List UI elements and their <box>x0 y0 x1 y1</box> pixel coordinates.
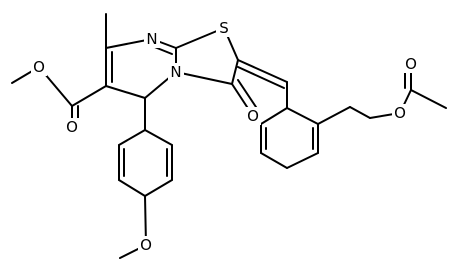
bond-ar-6 <box>144 129 173 146</box>
bond-acetyl-methyl <box>410 89 447 109</box>
atom-o-ester-ether: O <box>31 58 47 76</box>
atom-label-o-methoxy: O <box>140 236 152 254</box>
bond-bz-c-link2 <box>349 106 371 119</box>
atom-s-thiazole: S <box>216 19 232 37</box>
bond-c3-o-double <box>237 79 259 111</box>
atom-n-fused: N <box>168 63 184 81</box>
bond-ar-4 <box>144 179 173 197</box>
bond-c3-n2 <box>175 71 233 85</box>
bond-bz-6 <box>286 107 319 125</box>
atom-o-methoxy: O <box>138 236 154 254</box>
atom-labels: N N S O O O O O <box>31 19 419 254</box>
bond-c5-c6 <box>105 85 146 99</box>
atom-label-o-keto: O <box>247 107 259 125</box>
bond-c6-cester <box>71 85 107 107</box>
bond-c2-ch-double <box>237 66 285 89</box>
atom-label-s: S <box>219 19 229 37</box>
atom-label-o-acetoxy: O <box>394 104 406 122</box>
atom-label-o-acetyl: O <box>405 55 417 73</box>
bond-bz-4 <box>286 152 319 169</box>
atom-o-acetyl-carbonyl: O <box>403 55 419 73</box>
atom-o-ketone: O <box>245 107 261 125</box>
bond-bz-3 <box>260 152 288 169</box>
atom-label-n1: N <box>146 30 157 48</box>
bond-bz-1 <box>260 107 288 125</box>
bond-ar-3 <box>118 179 146 197</box>
atom-label-o-ester-ether: O <box>33 58 45 76</box>
atom-o-acetoxy-ether: O <box>392 104 408 122</box>
bond-c2-ch <box>237 59 288 83</box>
bond-c2-c3 <box>231 59 239 85</box>
bond-bz-c-link <box>317 106 351 125</box>
atom-o-ester-carbonyl: O <box>64 118 80 136</box>
atom-label-n2: N <box>170 63 181 81</box>
atom-label-o-ester-carbonyl: O <box>66 118 78 136</box>
atom-n-pyrimidine: N <box>144 30 160 48</box>
bond-ar-1 <box>118 129 146 146</box>
